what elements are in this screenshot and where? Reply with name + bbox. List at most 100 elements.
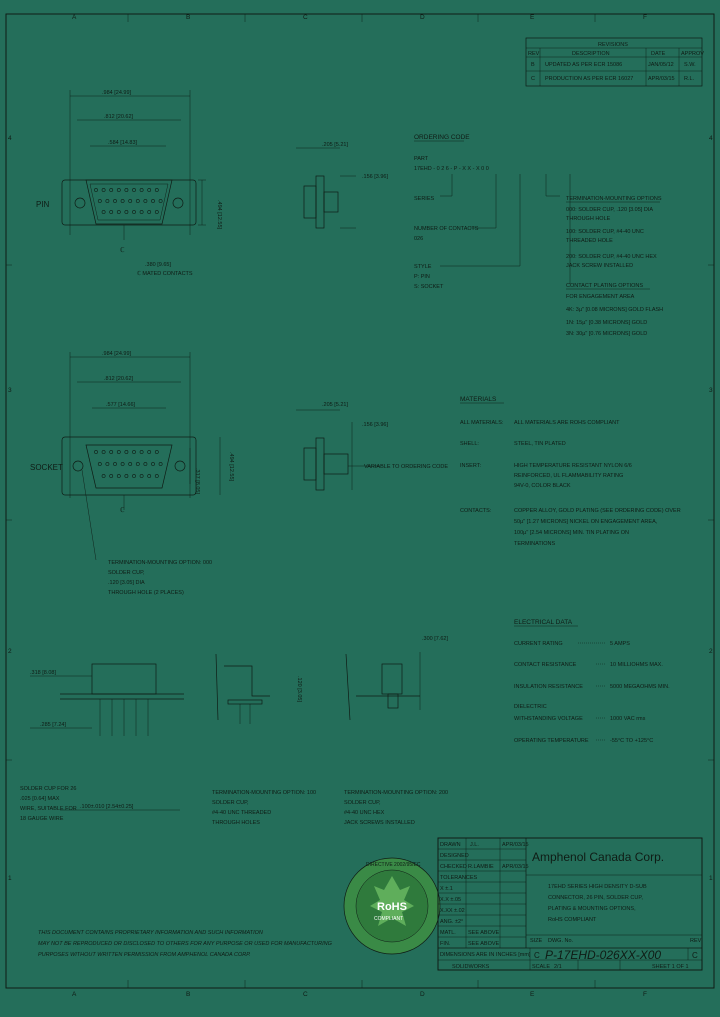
- view3-note3-1: TERMINATION-MOUNTING OPTION: 200: [344, 790, 448, 796]
- rev-row2-rev: C: [531, 76, 535, 82]
- contact-dot: [154, 210, 159, 214]
- tb-drawn-date: APR/03/15: [502, 842, 529, 848]
- ordering-contacts-label: NUMBER OF CONTACTS: [414, 226, 479, 232]
- tb-drawn-label: DRAWN: [440, 842, 461, 848]
- elec-insulation-value: 5000 MEGAOHMS MIN.: [610, 684, 670, 690]
- threaded-hole-view: [215, 653, 270, 724]
- view2-dim-height: .494 [12.55]: [228, 452, 234, 482]
- tb-size-label: SIZE: [530, 938, 543, 944]
- contact-dot: [116, 210, 121, 214]
- materials-contacts-label: CONTACTS:: [460, 508, 492, 514]
- contact-dot: [97, 462, 102, 466]
- rev-row1-date: JAN/05/12: [648, 62, 674, 68]
- rohs-center-text: RoHS: [377, 901, 407, 913]
- materials-all-value: ALL MATERIALS ARE ROHS COMPLIANT: [514, 420, 620, 426]
- contact-dot: [124, 210, 129, 214]
- zone-bottom-f: F: [643, 991, 647, 998]
- contact-dot: [143, 462, 148, 466]
- view3-side-dim2: .300 [7.62]: [422, 636, 448, 642]
- view2-dim-mount: .812 [20.62]: [104, 376, 134, 382]
- tb-designed-label: DESIGNED: [440, 853, 469, 859]
- ordering-part-label: PART: [414, 156, 429, 162]
- rev-row2-date: APR/03/15: [648, 76, 675, 82]
- ordering-style-socket: S: SOCKET: [414, 284, 444, 290]
- elec-current-label: CURRENT RATING: [514, 641, 563, 647]
- contact-dot: [147, 474, 152, 478]
- zone-bottom-d: D: [420, 991, 425, 998]
- plating-line-4: 3N: 30µ" [0.76 MICRONS] GOLD: [566, 331, 647, 337]
- view1-dim-mount: .812 [20.62]: [104, 114, 134, 120]
- view3-note1-4: 18 GAUGE WIRE: [20, 816, 64, 822]
- contact-dot: [135, 199, 140, 203]
- contact-dot: [151, 462, 155, 466]
- term-option-line-4: THREADED HOLE: [566, 238, 613, 244]
- contact-dot: [109, 450, 114, 454]
- elec-temp-value: -55°C TO +125°C: [610, 738, 653, 744]
- revisions-title: REVISIONS: [598, 42, 628, 48]
- contact-dot: [116, 474, 121, 478]
- contact-dot: [109, 188, 114, 192]
- contact-dot: [151, 199, 155, 203]
- rev-header-approv: APPROV: [681, 51, 704, 57]
- zone-top-c: C: [303, 14, 308, 21]
- revisions-table: [525, 37, 703, 87]
- ordering-style-pin: P: PIN: [414, 274, 430, 280]
- materials-insert-value-3: 94V-0, COLOR BLACK: [514, 483, 571, 489]
- socket-front-view: [61, 352, 221, 561]
- zone-side-1: 1: [8, 875, 12, 882]
- ordering-leaders: [440, 174, 571, 284]
- tb-company-name: Amphenol Canada Corp.: [532, 850, 664, 864]
- materials-insert-value-2: REINFORCED, UL FLAMMABILITY RATING: [514, 473, 623, 479]
- disclaimer-line-1: THIS DOCUMENT CONTAINS PROPRIETARY INFOR…: [38, 930, 263, 936]
- tb-size-value: C: [534, 951, 540, 960]
- term-option-line-6: JACK SCREW INSTALLED: [566, 263, 633, 269]
- contact-dot: [132, 450, 136, 454]
- ordering-part-number: 17EHD - 0 2 6 - P - X X - X 0 0: [414, 166, 489, 172]
- elec-insulation-label: INSULATION RESISTANCE: [514, 684, 583, 690]
- contact-dot: [139, 188, 144, 192]
- tb-sheet: SHEET 1 OF 1: [652, 964, 689, 970]
- tb-matl-value: SEE ABOVE: [468, 930, 500, 936]
- contact-dot: [109, 210, 114, 214]
- view2-socket-label: SOCKET: [30, 463, 63, 472]
- view3-note1-1: SOLDER CUP FOR 26: [20, 786, 76, 792]
- tb-cad-label: SOLIDWORKS: [452, 964, 490, 970]
- term-option-line-3: 100: SOLDER CUP, #4-40 UNC: [566, 229, 644, 235]
- tb-fin-value: SEE ABOVE: [468, 941, 500, 947]
- tb-desc-line-3: PLATING & MOUNTING OPTIONS,: [548, 906, 636, 912]
- rohs-logo-icon: [343, 857, 441, 955]
- contact-dot: [135, 462, 140, 466]
- disclaimer-line-2: MAY NOT BE REPRODUCED OR DISCLOSED TO OT…: [38, 941, 333, 947]
- contact-dot: [120, 199, 125, 203]
- zone-top-f: F: [643, 14, 647, 21]
- elec-dielectric-label: DIELECTRIC: [514, 704, 547, 710]
- view2-term-note-4: THROUGH HOLE (2 PLACES): [108, 590, 184, 596]
- zone-side-2-right: 2: [709, 648, 713, 655]
- view2-term-note-2: SOLDER CUP,: [108, 570, 145, 576]
- zone-bottom-a: A: [72, 991, 77, 998]
- ordering-title: ORDERING CODE: [414, 134, 470, 141]
- materials-insert-value-1: HIGH TEMPERATURE RESISTANT NYLON 6/6: [514, 463, 632, 469]
- tb-tolerances-label: TOLERANCES: [440, 875, 478, 881]
- elec-temp-label: OPERATING TEMPERATURE: [514, 738, 589, 744]
- tb-checked-date: APR/03/15: [502, 864, 529, 870]
- zone-top-d: D: [420, 14, 425, 21]
- view3-note3-3: #4-40 UNC HEX: [344, 810, 385, 816]
- contact-dot: [105, 462, 110, 466]
- contact-dot: [116, 188, 121, 192]
- elec-contact-res-label: CONTACT RESISTANCE: [514, 662, 577, 668]
- contact-dot: [147, 450, 152, 454]
- view2-centerline: ℂ: [120, 506, 125, 514]
- materials-insert-label: INSERT:: [460, 463, 481, 469]
- ordering-series-label: SERIES: [414, 196, 435, 202]
- contact-dot: [113, 199, 117, 203]
- tb-drawn-by: J.L.: [470, 842, 479, 848]
- view3-note3-2: SOLDER CUP,: [344, 800, 381, 806]
- contact-dot: [94, 450, 98, 454]
- view1-side-flange-dim: .205 [5.21]: [322, 142, 348, 148]
- contact-dot: [105, 199, 110, 203]
- contact-dot: [113, 462, 117, 466]
- tb-scale-label: SCALE: [532, 964, 550, 970]
- disclaimer-line-3: PURPOSES WITHOUT WRITTEN PERMISSION FROM…: [38, 952, 251, 958]
